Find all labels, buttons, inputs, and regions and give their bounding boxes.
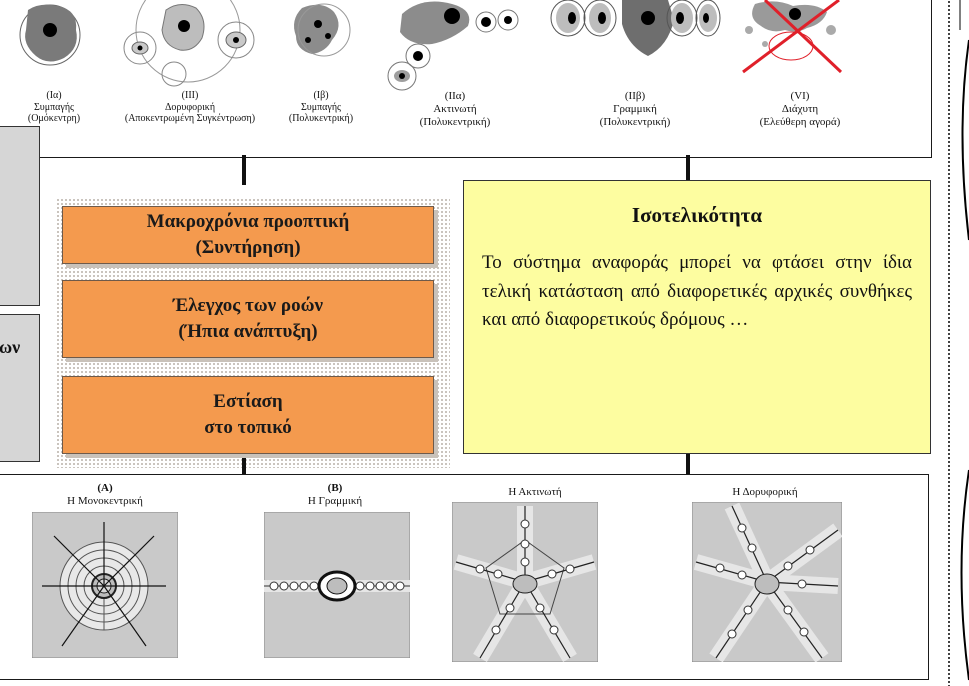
figure-dispersed-crossed xyxy=(742,0,843,74)
caption-fig1: (Ια)Συμπαγής(Ομόκεντρη) xyxy=(27,90,81,124)
caption-fig4: (ΙΙα)Ακτινωτή(Πολυκεντρική) xyxy=(419,90,491,129)
caption-bottom-a: (A)Η Μονοκεντρική xyxy=(67,482,143,508)
orange-box-flow-control: Έλεγχος των ροών(Ήπια ανάπτυξη) xyxy=(62,280,434,358)
caption-bottom-d: Η Δορυφορική xyxy=(732,486,798,498)
diagram-radial xyxy=(452,502,598,662)
equifinality-body: Το σύστημα αναφοράς μπορεί να φτάσει στη… xyxy=(482,252,912,330)
figure-linear-polycentric xyxy=(550,0,721,56)
left-partial-text: ων xyxy=(0,337,21,357)
figure-compact-polycentric xyxy=(294,3,351,57)
connector-line-left xyxy=(242,155,246,185)
caption-bottom-c: Η Ακτινωτή xyxy=(508,486,562,498)
left-gray-box-lower: ων xyxy=(0,314,40,462)
diagram-linear xyxy=(264,512,410,658)
orange-box-long-term: Μακροχρόνια προοπτική(Συντήρηση) xyxy=(62,206,434,264)
figure-satellite xyxy=(123,0,255,87)
equifinality-title: Ισοτελικότητα xyxy=(631,203,763,227)
connector-line-right-bottom xyxy=(686,452,690,476)
connector-line-right xyxy=(686,155,690,185)
left-gray-box-upper xyxy=(0,126,40,306)
caption-fig6: (VΙ)Διάχυτη(Ελεύθερη αγορά) xyxy=(759,90,841,129)
caption-bottom-b: (B)Η Γραμμική xyxy=(307,482,363,508)
connector-line-left-bottom xyxy=(242,452,246,476)
equifinality-box: Ισοτελικότητα Το σύστημα αναφοράς μπορεί… xyxy=(463,180,931,454)
right-edge-arcs xyxy=(959,0,969,681)
diagram-satellite xyxy=(692,502,842,662)
caption-fig2: (ΙΙΙ)Δορυφορική(Αποκεντρωμένη Συγκέντρωσ… xyxy=(124,90,256,124)
caption-fig3: (Ιβ)Συμπαγής(Πολυκεντρική) xyxy=(288,90,354,124)
figure-compact-concentric xyxy=(19,4,81,66)
caption-fig5: (ΙΙβ)Γραμμική(Πολυκεντρική) xyxy=(599,90,671,129)
figure-radial-polycentric xyxy=(387,1,519,91)
diagram-monocentric xyxy=(32,512,178,658)
right-dotted-border xyxy=(947,0,951,686)
